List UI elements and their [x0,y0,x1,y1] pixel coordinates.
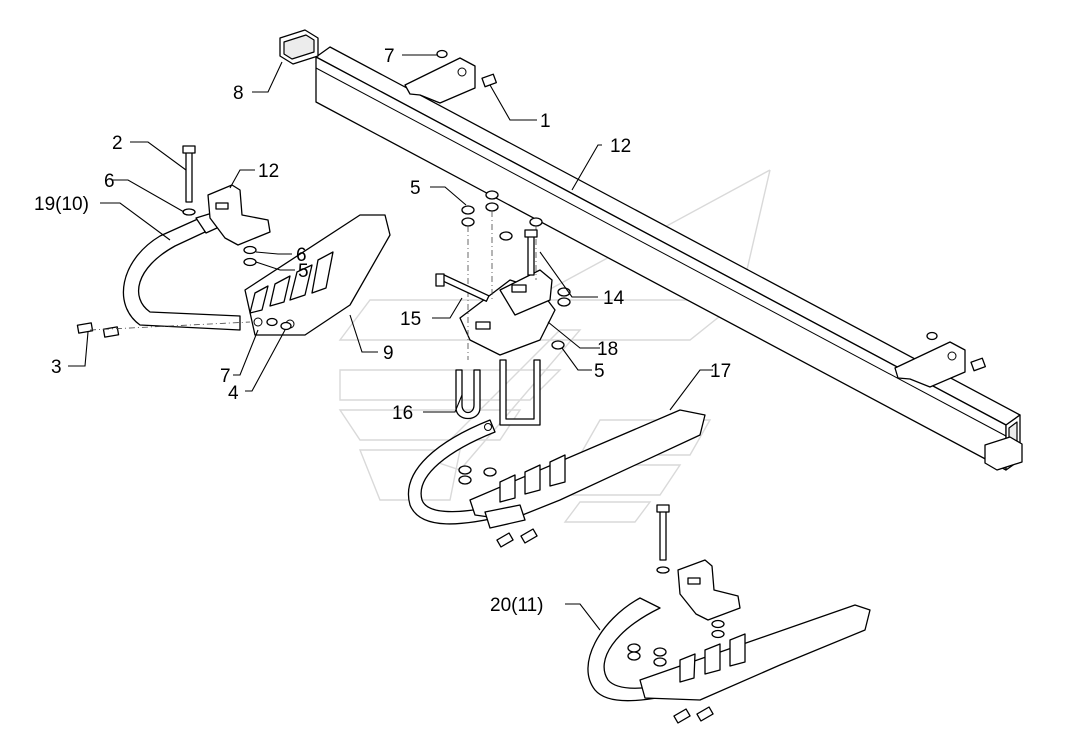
callout-3: 3 [51,357,62,378]
center-nuts [461,190,571,360]
callout-6-right: 6 [296,245,307,266]
callout-1: 1 [540,111,551,132]
bolts-3 [76,321,251,338]
callout-5-right: 5 [594,361,605,382]
end-cap-left [279,29,319,65]
callout-5-center: 5 [410,178,421,199]
callout-17: 17 [710,361,731,382]
callout-2: 2 [112,133,123,154]
bolt-right [656,504,670,574]
callout-12-beam: 12 [610,136,631,157]
bolt-15 [435,273,490,302]
beam-tab-right [894,331,986,388]
sweep-blade-left [244,214,391,336]
sweep-blade-right [627,604,871,724]
end-cap-right [984,436,1023,471]
sweep-blade-center [458,409,706,548]
main-beam [315,46,1021,471]
bolt-14 [524,229,538,276]
center-clamp-bracket [459,269,556,356]
callout-6-left: 6 [104,171,115,192]
callout-16: 16 [392,403,413,424]
callout-18: 18 [597,339,618,360]
callout-14: 14 [603,288,625,309]
callout-15: 15 [400,309,421,330]
clamp-bracket-right [677,559,741,639]
callout-7-left: 7 [220,366,231,387]
callout-9: 9 [383,343,394,364]
bolt-2 [182,145,196,216]
callout-20-11: 20(11) [490,595,544,616]
leader-lines [68,54,713,631]
callout-19-10: 19(10) [34,194,89,215]
callout-7-top: 7 [384,46,395,67]
beam-tab-left [404,49,497,104]
callout-5-left: 5 [298,261,309,282]
callout-12-bracket: 12 [258,161,279,182]
clamp-bracket-left [207,184,271,267]
u-bolts-16 [455,359,541,426]
callout-8: 8 [233,83,244,104]
callout-4: 4 [228,383,239,404]
callout-labels: 7 8 1 2 12 12 6 5 19(10) 6 5 14 15 9 18 … [34,46,731,616]
